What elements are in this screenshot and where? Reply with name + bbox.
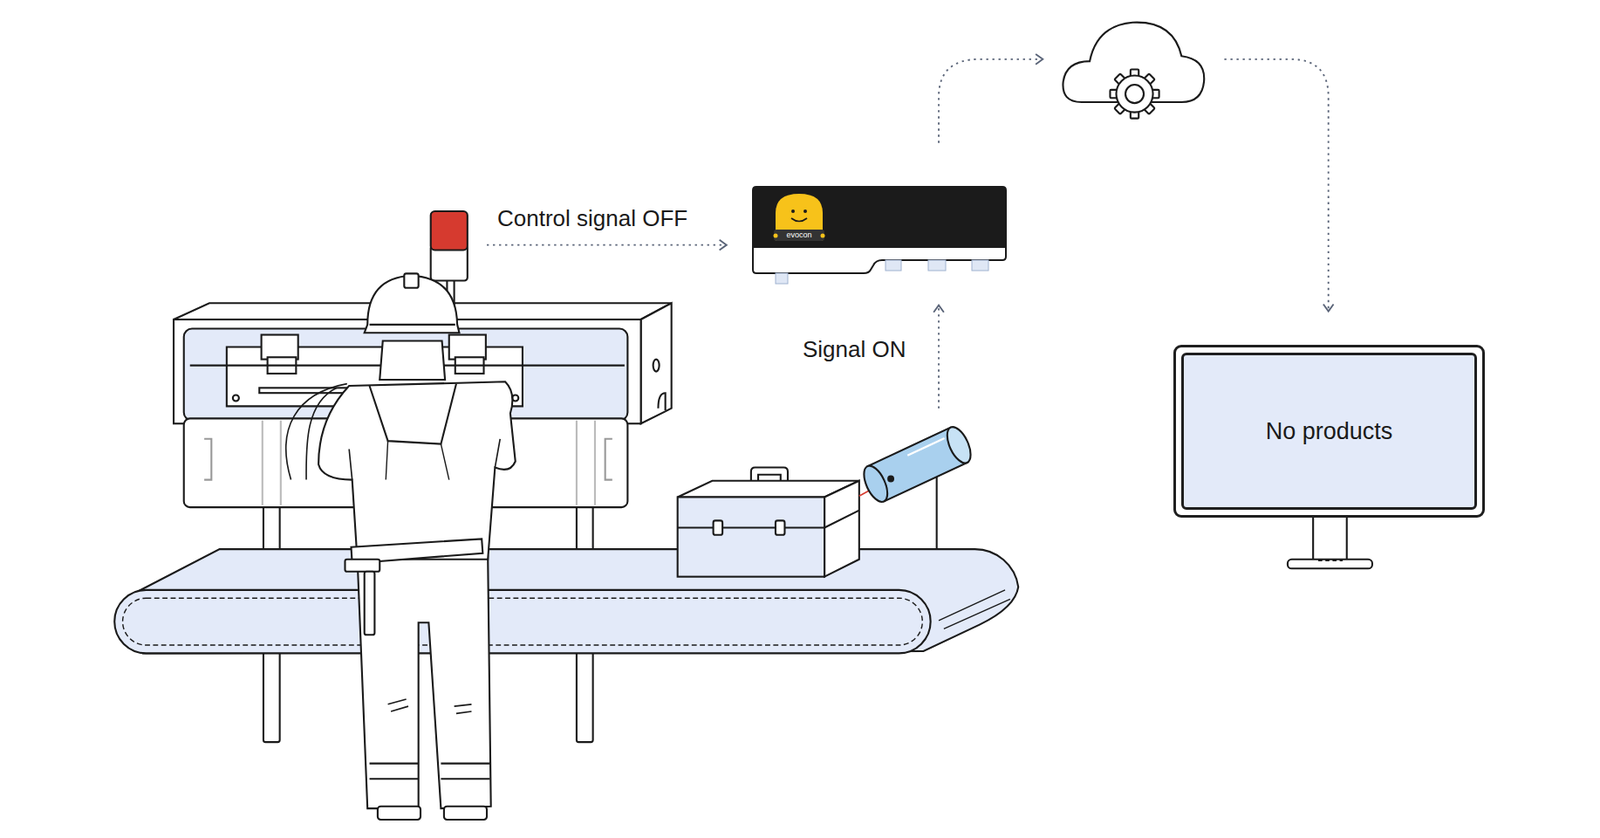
machine-part [641, 302, 672, 424]
machine-part [232, 395, 240, 402]
cloud-icon-part-part [1115, 75, 1153, 113]
photo-sensor-part-part [859, 462, 893, 506]
device-port [775, 273, 788, 284]
cloud-icon [1062, 22, 1204, 119]
device-port [885, 259, 902, 271]
worker-part [369, 763, 491, 780]
toolbox-part [677, 496, 825, 576]
worker-part [377, 806, 421, 820]
worker-part [344, 559, 380, 572]
monitor-screen: No products [1181, 352, 1477, 510]
machine-part [653, 359, 660, 372]
photo-sensor-part-part [907, 437, 944, 456]
worker-part [364, 571, 376, 635]
logo-text: evocon [773, 229, 825, 241]
flow-arrows-part [719, 239, 727, 251]
flow-arrows-part [937, 307, 940, 409]
device-top [752, 186, 1006, 248]
conveyor-part [576, 642, 594, 742]
worker-part [369, 323, 456, 326]
photo-sensor-part [888, 475, 894, 481]
logo-eye [791, 209, 795, 213]
signal-label: Control signal OFF [497, 205, 688, 233]
device-housing [752, 186, 1006, 274]
flow-arrows-part [938, 59, 1041, 144]
monitor-stand [1287, 514, 1373, 568]
device-port [928, 259, 946, 271]
logo-eye [803, 209, 807, 213]
toolbox-part [824, 480, 860, 577]
cloud-icon-part-part [1114, 73, 1155, 114]
conveyor-part [263, 642, 281, 742]
device-port [971, 259, 989, 271]
stack-light [430, 211, 468, 281]
machine-part [449, 335, 486, 360]
conveyor-part [114, 589, 930, 653]
worker [286, 273, 516, 820]
worker-part [369, 383, 457, 445]
logo-band [773, 229, 825, 241]
worker-part [348, 438, 500, 480]
flow-arrows-part [486, 244, 725, 247]
machine-part [263, 499, 281, 556]
flow-arrows-part [1223, 59, 1328, 309]
machine-part [204, 438, 212, 480]
gateway-box: evocon [752, 186, 1006, 274]
toolbox-part [677, 510, 860, 528]
machine-part [605, 438, 613, 480]
worker-part [379, 341, 445, 380]
screen-text: No products [1265, 417, 1394, 445]
photo-sensor-part [936, 471, 938, 549]
conveyor [114, 548, 1019, 742]
photo-sensor [859, 423, 976, 549]
logo-dot [820, 233, 826, 239]
monitor-stand-part [1318, 559, 1343, 561]
machine-part [657, 392, 665, 411]
machine-part [576, 499, 594, 556]
cloud-icon-part-part [1114, 73, 1155, 114]
toolbox-part [775, 519, 786, 534]
flow-arrows-part [1323, 303, 1334, 311]
gateway-device [752, 186, 1006, 284]
conveyor-part [938, 589, 1011, 629]
monitor-stand-part [1312, 514, 1348, 560]
toolbox-part [713, 519, 724, 534]
machine-part [261, 335, 299, 360]
logo-dot [773, 233, 779, 239]
worker-part [403, 273, 418, 288]
photo-sensor-part-part [942, 423, 976, 466]
worker-part [318, 381, 516, 559]
conveyor-part [123, 597, 924, 645]
worker-part [444, 806, 487, 820]
cloud-icon-part [1109, 69, 1159, 119]
cloud-icon-part-part [1115, 75, 1153, 113]
worker-part [388, 698, 472, 713]
stack-light-part [430, 211, 468, 250]
worker-part [357, 555, 492, 808]
worker-part [385, 440, 449, 479]
flow-arrows-part [1035, 54, 1043, 65]
cloud-icon-part-part [1125, 84, 1144, 103]
signal-label: Signal ON [802, 335, 907, 363]
photo-sensor-part [859, 423, 976, 506]
monitor-stand-part [1287, 559, 1373, 569]
logo-smile [791, 218, 807, 222]
toolbox [677, 467, 860, 577]
flow-arrows-part [933, 305, 944, 313]
monitor-box: No products [1173, 344, 1485, 518]
